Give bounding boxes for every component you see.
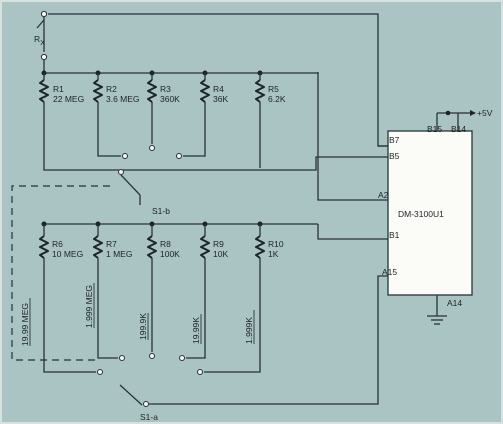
pin-a2: A2 xyxy=(378,190,389,200)
svg-text:R2: R2 xyxy=(106,84,117,94)
range-1-999-meg: 1.999 MEG xyxy=(84,285,94,328)
resistor-r1: R1 22 MEG xyxy=(39,79,84,104)
ic-chip: DM-3100U1 B7 B5 A2 B1 A15 A14 B15 B14 +5… xyxy=(378,108,493,325)
svg-text:R1: R1 xyxy=(53,84,64,94)
range-19-99-meg: 19.99 MEG xyxy=(20,303,30,346)
svg-text:36K: 36K xyxy=(213,94,228,104)
resistor-r10: R10 1K xyxy=(255,235,284,259)
svg-text:1K: 1K xyxy=(268,249,279,259)
svg-text:1 MEG: 1 MEG xyxy=(106,249,132,259)
svg-text:R4: R4 xyxy=(213,84,224,94)
resistor-r5: R5 6.2K xyxy=(255,79,286,104)
range-199-9k: 199.9K xyxy=(138,313,148,340)
ic-body xyxy=(387,130,473,296)
svg-text:6.2K: 6.2K xyxy=(268,94,286,104)
switch-gang-link xyxy=(11,185,110,361)
switch-s1-b: S1-b xyxy=(118,169,170,216)
resistor-r3: R3 360K xyxy=(147,79,180,104)
top-resistor-bank: R1 22 MEG R2 3.6 MEG R3 360K R4 36K R5 6… xyxy=(39,70,388,201)
svg-text:R7: R7 xyxy=(106,239,117,249)
rx-label: RX xyxy=(34,34,45,47)
resistor-r4: R4 36K xyxy=(200,79,228,104)
range-19-99k: 19.99K xyxy=(191,317,201,344)
svg-text:R3: R3 xyxy=(160,84,171,94)
rx-input: RX xyxy=(34,10,388,147)
ic-name: DM-3100U1 xyxy=(398,209,444,219)
svg-text:R10: R10 xyxy=(268,239,284,249)
pin-b1: B1 xyxy=(389,230,400,240)
switch-s1-b-label: S1-b xyxy=(152,206,170,216)
pin-a14: A14 xyxy=(447,298,462,308)
pin-b7: B7 xyxy=(389,135,400,145)
svg-text:360K: 360K xyxy=(160,94,180,104)
resistor-r2: R2 3.6 MEG xyxy=(93,79,140,104)
resistor-r6: R6 10 MEG xyxy=(39,235,83,259)
switch-s1-a-label: S1-a xyxy=(140,412,158,422)
svg-text:10K: 10K xyxy=(213,249,228,259)
pin-b5: B5 xyxy=(389,151,400,161)
resistor-r8: R8 100K xyxy=(147,235,180,259)
svg-text:10 MEG: 10 MEG xyxy=(52,249,83,259)
range-labels: 19.99 MEG 1.999 MEG 199.9K 19.99K 1.999K xyxy=(20,283,255,346)
svg-text:R6: R6 xyxy=(52,239,63,249)
range-1-999k: 1.999K xyxy=(244,317,254,344)
svg-text:R9: R9 xyxy=(213,239,224,249)
pin-b15: B15 xyxy=(427,124,442,134)
pin-a15: A15 xyxy=(382,267,397,277)
resistor-r9: R9 10K xyxy=(200,235,228,259)
svg-text:22 MEG: 22 MEG xyxy=(53,94,84,104)
switch-s1-a: S1-a xyxy=(119,275,388,422)
svg-text:100K: 100K xyxy=(160,249,180,259)
resistor-r7: R7 1 MEG xyxy=(93,235,132,259)
pin-b14: B14 xyxy=(451,124,466,134)
rx-terminal-bottom xyxy=(40,53,48,61)
bottom-resistor-bank: R6 10 MEG R7 1 MEG R8 100K R9 10K R10 1K xyxy=(39,221,388,375)
supply-label: +5V xyxy=(477,108,493,118)
rx-terminal-top xyxy=(40,10,48,18)
svg-text:3.6 MEG: 3.6 MEG xyxy=(106,94,140,104)
svg-text:R8: R8 xyxy=(160,239,171,249)
svg-text:R5: R5 xyxy=(268,84,279,94)
